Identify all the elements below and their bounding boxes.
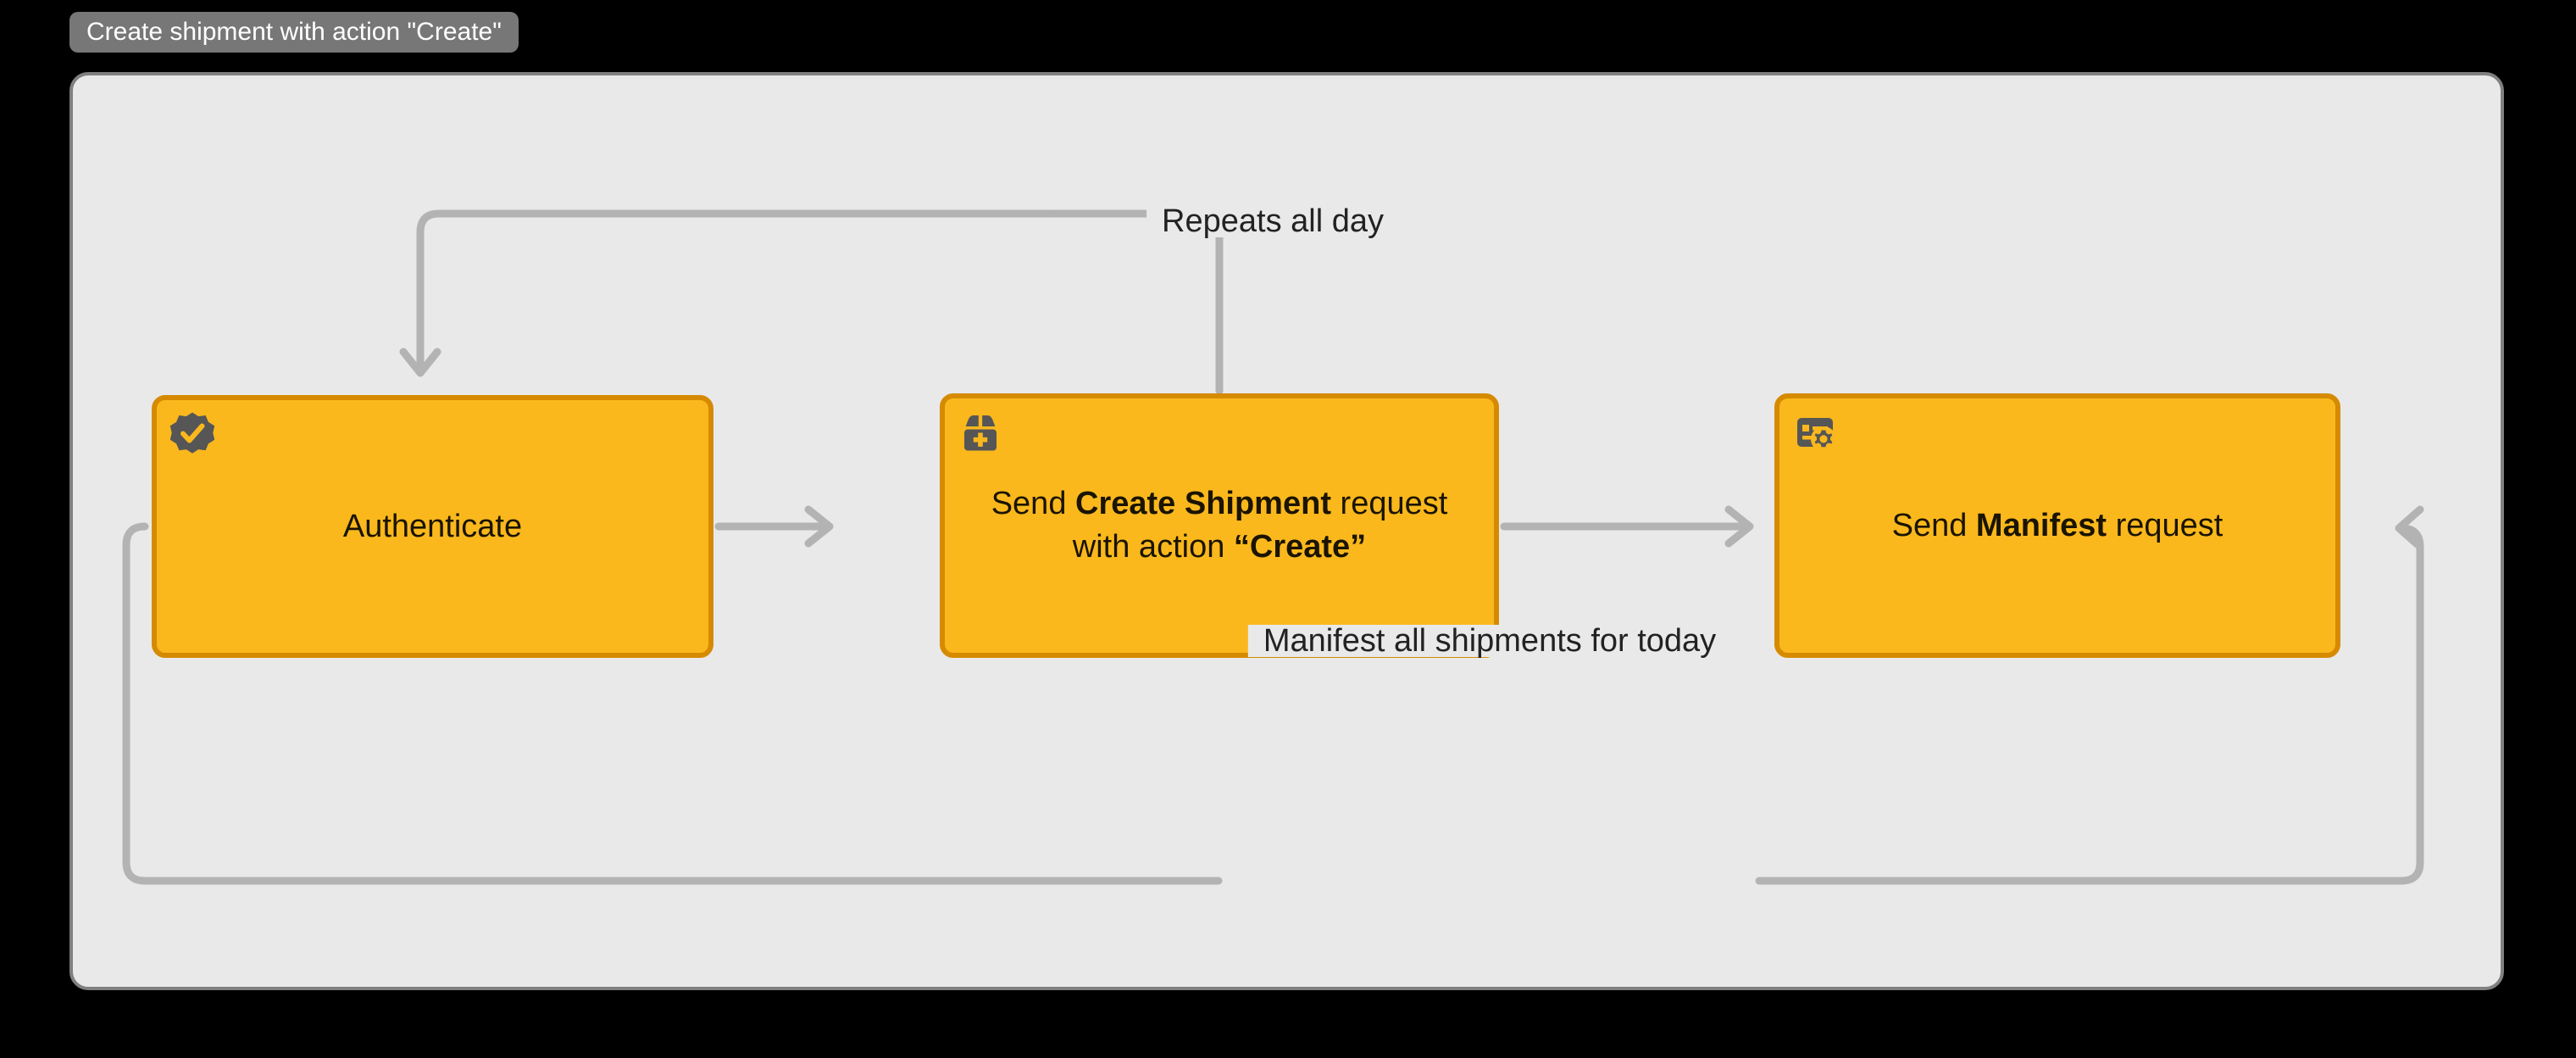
node-create-shipment[interactable]: Send Create Shipment request with action… <box>940 393 1499 658</box>
diagram-title-chip: Create shipment with action "Create" <box>69 12 519 53</box>
edge-manifest-loop-right <box>1755 524 2424 885</box>
package-plus-icon <box>957 409 1004 456</box>
edge-repeats-loop-path <box>1045 209 1348 395</box>
edge-label-manifest-all-shipments: Manifest all shipments for today <box>1247 625 1732 657</box>
arrowhead-repeats-loop <box>399 348 441 377</box>
edge-manifest-loop-left <box>122 522 1223 885</box>
arrowhead-create-to-manifest <box>1724 505 1754 548</box>
arrowhead-authenticate-to-create <box>804 505 834 548</box>
verified-badge-icon <box>169 410 216 458</box>
manifest-settings-icon <box>1791 409 1839 456</box>
node-authenticate-label: Authenticate <box>342 508 523 544</box>
node-create-shipment-label: Send Create Shipment request with action… <box>991 486 1448 565</box>
node-manifest[interactable]: Send Manifest request <box>1774 393 2340 658</box>
node-authenticate[interactable]: Authenticate <box>152 395 713 658</box>
edge-label-repeats-all-day: Repeats all day <box>1146 205 1399 237</box>
node-manifest-label: Send Manifest request <box>1891 507 2223 543</box>
diagram-panel: Authenticate Send Create Shipment reques… <box>69 72 2504 990</box>
edge-repeats-loop-down <box>416 209 1053 375</box>
arrowhead-manifest-loop <box>2395 505 2424 551</box>
